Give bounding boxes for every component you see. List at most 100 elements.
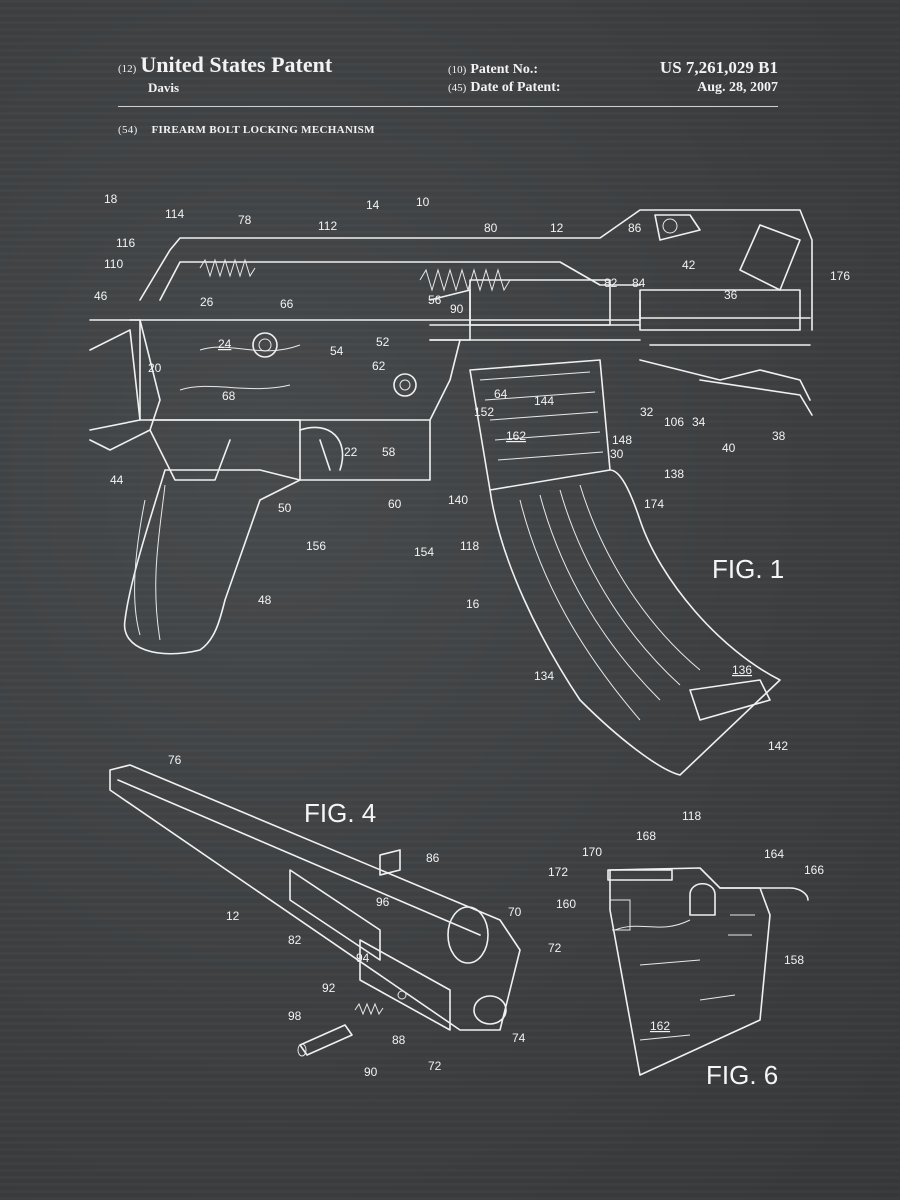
- patent-date: Aug. 28, 2007: [697, 80, 778, 95]
- ref-82: 82: [604, 276, 618, 290]
- ref-16: 16: [466, 597, 480, 611]
- ref-140: 140: [448, 493, 468, 507]
- invention-title: FIREARM BOLT LOCKING MECHANISM: [151, 124, 375, 136]
- ref-86: 86: [426, 851, 440, 865]
- ref-84: 84: [632, 276, 646, 290]
- ref-156: 156: [306, 539, 326, 553]
- ref-162: 162: [506, 429, 526, 443]
- ref-152: 152: [474, 405, 494, 419]
- ref-46: 46: [94, 289, 108, 303]
- ref-68: 68: [222, 389, 236, 403]
- inventor-name: Davis: [148, 80, 180, 95]
- ref-90: 90: [450, 302, 464, 316]
- ref-114: 114: [165, 207, 184, 221]
- fig4-labels: 76 86 12 96 82 70 72 94 92 98 88 74 72 9…: [168, 753, 562, 1079]
- ref-60: 60: [388, 497, 402, 511]
- date-label: Date of Patent:: [470, 80, 561, 95]
- ref-82-fig4: 82: [288, 933, 302, 947]
- patent-date-row: (45)Date of Patent:Aug. 28, 2007: [448, 80, 778, 96]
- ref-92: 92: [322, 981, 336, 995]
- ref-166: 166: [804, 863, 824, 877]
- ref-34: 34: [692, 415, 706, 429]
- fig4-caption: FIG. 4: [304, 798, 376, 828]
- ref-30: 30: [610, 447, 624, 461]
- patent-no-label: Patent No.:: [470, 62, 538, 77]
- fig1-rifle-drawing: [89, 209, 813, 776]
- ref-22: 22: [344, 445, 358, 459]
- fig1-caption: FIG. 1: [712, 554, 784, 584]
- ref-48: 48: [258, 593, 272, 607]
- ref-64: 64: [494, 387, 508, 401]
- ref-86: 86: [628, 221, 642, 235]
- ref-72-top: 72: [548, 941, 562, 955]
- ref-144: 144: [534, 394, 554, 408]
- patent-header: (12)United States Patent Davis (10)Paten…: [118, 52, 778, 112]
- ref-70: 70: [508, 905, 522, 919]
- ref-14: 14: [366, 198, 380, 212]
- ref-66: 66: [280, 297, 294, 311]
- ref-76: 76: [168, 753, 182, 767]
- ref-154: 154: [414, 545, 434, 559]
- ref-94: 94: [356, 951, 370, 965]
- ref-112: 112: [318, 219, 337, 233]
- ref-118: 118: [460, 539, 479, 553]
- ref-58: 58: [382, 445, 396, 459]
- ref-24: 24: [218, 337, 232, 351]
- ref-52: 52: [376, 335, 390, 349]
- fig6-labels: 118 168 170 164 166 172 160 158 162 FIG.…: [548, 809, 824, 1090]
- ref-174: 174: [644, 497, 664, 511]
- ref-158: 158: [784, 953, 804, 967]
- ref-38: 38: [772, 429, 786, 443]
- ref-50: 50: [278, 501, 292, 515]
- ref-106: 106: [664, 415, 684, 429]
- ref-90-fig4: 90: [364, 1065, 378, 1079]
- code-12: (12): [118, 63, 137, 75]
- ref-160: 160: [556, 897, 576, 911]
- header-left: (12)United States Patent Davis: [118, 52, 332, 96]
- code-54: (54): [118, 124, 138, 136]
- invention-title-line: (54) FIREARM BOLT LOCKING MECHANISM: [118, 124, 375, 136]
- ref-32: 32: [640, 405, 654, 419]
- ref-110: 110: [104, 257, 123, 271]
- ref-44: 44: [110, 473, 124, 487]
- ref-10: 10: [416, 195, 430, 209]
- ref-134: 134: [534, 669, 554, 683]
- ref-116: 116: [116, 236, 135, 250]
- ref-12: 12: [550, 221, 564, 235]
- ref-42: 42: [682, 258, 696, 272]
- fig6-magazine-detail-drawing: [607, 867, 809, 1076]
- doc-type: United States Patent: [140, 52, 333, 77]
- ref-170: 170: [582, 845, 602, 859]
- ref-88: 88: [392, 1033, 406, 1047]
- ref-56: 56: [428, 293, 442, 307]
- header-rule: [118, 106, 778, 107]
- ref-138: 138: [664, 467, 684, 481]
- ref-142: 142: [768, 739, 788, 753]
- ref-98: 98: [288, 1009, 302, 1023]
- fig1-labels: 18 114 78 112 14 10 80 12 86 116 110 46 …: [94, 192, 850, 753]
- ref-164: 164: [764, 847, 784, 861]
- ref-18: 18: [104, 192, 118, 206]
- fig4-bolt-carrier-drawing: [109, 764, 521, 1057]
- ref-172: 172: [548, 865, 568, 879]
- ref-136: 136: [732, 663, 752, 677]
- ref-78: 78: [238, 213, 252, 227]
- code-10: (10): [448, 64, 467, 76]
- ref-40: 40: [722, 441, 736, 455]
- ref-148: 148: [612, 433, 632, 447]
- ref-20: 20: [148, 361, 162, 375]
- ref-26: 26: [200, 295, 214, 309]
- patent-number: US 7,261,029 B1: [659, 58, 778, 77]
- ref-118-fig6: 118: [682, 809, 701, 823]
- ref-74: 74: [512, 1031, 526, 1045]
- patent-number-row: (10)Patent No.: US 7,261,029 B1: [448, 58, 778, 78]
- ref-36: 36: [724, 288, 738, 302]
- ref-72-bottom: 72: [428, 1059, 442, 1073]
- ref-62: 62: [372, 359, 386, 373]
- ref-12-fig4: 12: [226, 909, 240, 923]
- ref-80: 80: [484, 221, 498, 235]
- ref-54: 54: [330, 344, 344, 358]
- ref-96: 96: [376, 895, 390, 909]
- ref-168: 168: [636, 829, 656, 843]
